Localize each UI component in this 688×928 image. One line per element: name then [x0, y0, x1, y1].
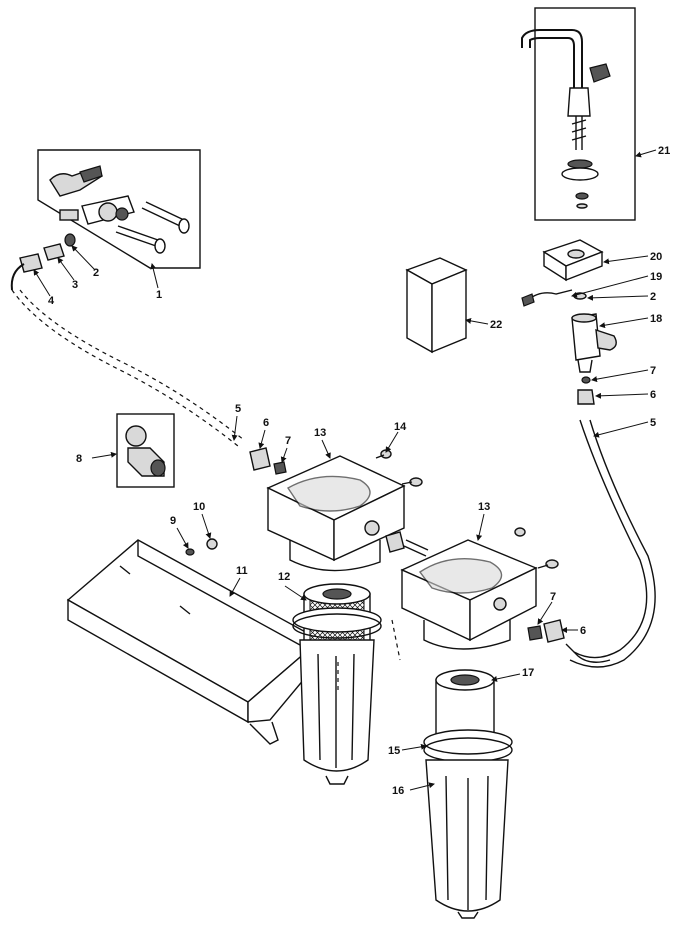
elbow-fitting-box	[116, 413, 175, 488]
callout-4: 4	[48, 295, 55, 307]
callout-18: 18	[650, 313, 662, 325]
callout-14: 14	[394, 421, 407, 433]
saddle-valve-assembly	[37, 149, 201, 269]
outlet-tubing	[569, 419, 656, 668]
center-fittings	[249, 447, 287, 475]
head-connector	[385, 531, 429, 557]
callout-9: 9	[170, 515, 176, 527]
callout-6-right: 6	[580, 625, 586, 637]
right-head-fittings	[527, 619, 611, 663]
faucet-base	[542, 239, 604, 282]
callout-labels: 1 2 3 4 5 6 7 8 9 10 11 12 13 14 13 7 6 …	[48, 145, 670, 797]
callout-7-right: 7	[550, 591, 556, 603]
callout-19: 19	[650, 271, 662, 283]
callout-8: 8	[76, 453, 82, 465]
control-box	[405, 257, 468, 354]
callout-11: 11	[236, 565, 248, 577]
faucet-fittings	[577, 376, 595, 405]
filter-housing-right	[423, 669, 513, 919]
callout-6: 6	[263, 417, 269, 429]
callout-7: 7	[285, 435, 291, 447]
callout-13-left: 13	[314, 427, 326, 439]
callout-3: 3	[72, 279, 78, 291]
filter-head-right	[400, 527, 559, 650]
faucet-valve-body	[571, 313, 617, 373]
callout-6-faucet: 6	[650, 389, 656, 401]
callout-7-faucet: 7	[650, 365, 656, 377]
internal-dashed-paths	[337, 619, 401, 690]
callout-22: 22	[490, 319, 502, 331]
callout-10: 10	[193, 501, 205, 513]
callout-20: 20	[650, 251, 662, 263]
callout-2: 2	[93, 267, 99, 279]
faucet-wire	[521, 289, 587, 307]
callout-16: 16	[392, 785, 404, 797]
callout-13-right: 13	[478, 501, 490, 513]
callout-5: 5	[235, 403, 241, 415]
callout-15: 15	[388, 745, 400, 757]
callout-5-right: 5	[650, 417, 656, 429]
filter-housing-left	[292, 583, 382, 785]
callout-17: 17	[522, 667, 534, 679]
inlet-fittings	[10, 233, 76, 291]
faucet-assembly	[521, 7, 636, 221]
callout-21: 21	[658, 145, 670, 157]
inlet-tubing	[11, 289, 245, 447]
callout-1: 1	[156, 289, 162, 301]
bracket-screws	[185, 538, 218, 556]
leader-lines	[33, 149, 657, 791]
filter-head-left	[266, 449, 423, 572]
callout-12: 12	[278, 571, 290, 583]
callout-2-right: 2	[650, 291, 656, 303]
